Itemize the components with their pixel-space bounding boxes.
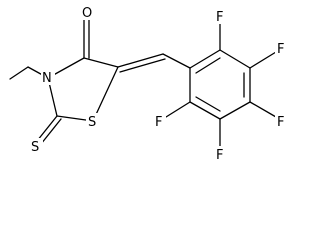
bond-ar-inner-3	[195, 96, 221, 112]
atom-f-right: F	[277, 115, 284, 130]
atom-label-layer: O N S S F F F F F	[29, 4, 288, 163]
bond-ar-inner-1	[195, 57, 221, 74]
atom-s-ring: S	[88, 115, 96, 130]
atom-f-left: F	[155, 115, 162, 130]
bond-ar-c4-c5	[219, 101, 251, 120]
atom-o-carbonyl: O	[82, 6, 92, 21]
atom-f-top: F	[216, 10, 223, 25]
structure-diagram: O N S S F F F F F	[9, 4, 288, 163]
atom-s-thione: S	[31, 140, 39, 155]
bond-c2-s-double-a	[36, 115, 58, 142]
bond-ar-c5-c6	[189, 101, 221, 120]
bond-c-f-upper-right	[249, 51, 277, 69]
bond-ar-c1-c2	[189, 49, 221, 69]
bond-ethyl-ch3-ch2	[9, 66, 29, 80]
atom-f-bottom: F	[216, 148, 223, 163]
bond-c-f-right	[249, 101, 277, 118]
bond-c5-ch-double-b	[119, 58, 166, 73]
bond-c2-s-double-b	[40, 118, 62, 145]
bond-c5-s1	[92, 66, 119, 122]
bond-ar-c2-c3	[219, 49, 251, 69]
bond-c-f-left	[165, 101, 191, 118]
bond-c5-ch-double-a	[117, 53, 164, 68]
bond-ch-aryl	[162, 53, 191, 69]
molecule-drawing: O N S S F F F F F	[9, 4, 288, 163]
bond-c4-c5	[83, 57, 119, 68]
atom-f-upper-right: F	[277, 42, 284, 57]
atom-n-ring: N	[42, 71, 52, 86]
